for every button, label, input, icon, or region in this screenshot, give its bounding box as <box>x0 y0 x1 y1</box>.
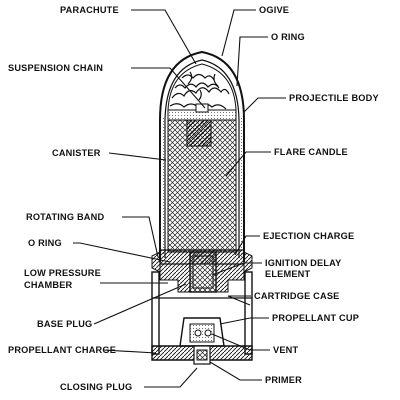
label-canister: CANISTER <box>52 148 101 158</box>
label-ejection-charge: EJECTION CHARGE <box>263 231 354 241</box>
label-o-ring-bottom: O RING <box>28 238 62 248</box>
label-projectile-body: PROJECTILE BODY <box>289 93 379 103</box>
canister-wall <box>164 59 240 258</box>
label-propellant-charge: PROPELLANT CHARGE <box>8 345 116 355</box>
label-flare-candle: FLARE CANDLE <box>274 147 348 157</box>
propellant-charge <box>189 323 215 343</box>
callout-labels: PARACHUTE OGIVE O RING SUSPENSION CHAIN … <box>8 5 379 392</box>
label-primer: PRIMER <box>265 375 302 385</box>
label-propellant-cup: PROPELLANT CUP <box>272 313 359 323</box>
ogive-outline <box>159 50 245 262</box>
projectile-body <box>159 50 245 262</box>
base-plug <box>159 263 191 293</box>
label-ignition-delay-line2: ELEMENT <box>265 269 310 279</box>
label-closing-plug: CLOSING PLUG <box>60 382 132 392</box>
parachute <box>167 63 237 111</box>
label-low-pressure-line2: CHAMBER <box>24 280 73 290</box>
label-suspension-chain: SUSPENSION CHAIN <box>8 63 103 73</box>
leader-lines <box>73 9 286 388</box>
label-cartridge-case: CARTRIDGE CASE <box>254 291 340 301</box>
vent <box>194 329 202 337</box>
ignition-delay-element <box>189 251 217 293</box>
label-low-pressure-line1: LOW PRESSURE <box>24 268 101 278</box>
label-ignition-delay-line1: IGNITION DELAY <box>265 258 341 268</box>
label-base-plug: BASE PLUG <box>37 319 92 329</box>
label-vent: VENT <box>273 345 298 355</box>
left-wall-fill <box>160 118 165 258</box>
label-parachute: PARACHUTE <box>60 5 119 15</box>
label-ogive: OGIVE <box>259 5 289 15</box>
rotating-band <box>151 251 161 273</box>
label-o-ring-top: O RING <box>271 32 305 42</box>
label-rotating-band: ROTATING BAND <box>26 212 104 222</box>
right-wall-fill <box>239 118 244 258</box>
